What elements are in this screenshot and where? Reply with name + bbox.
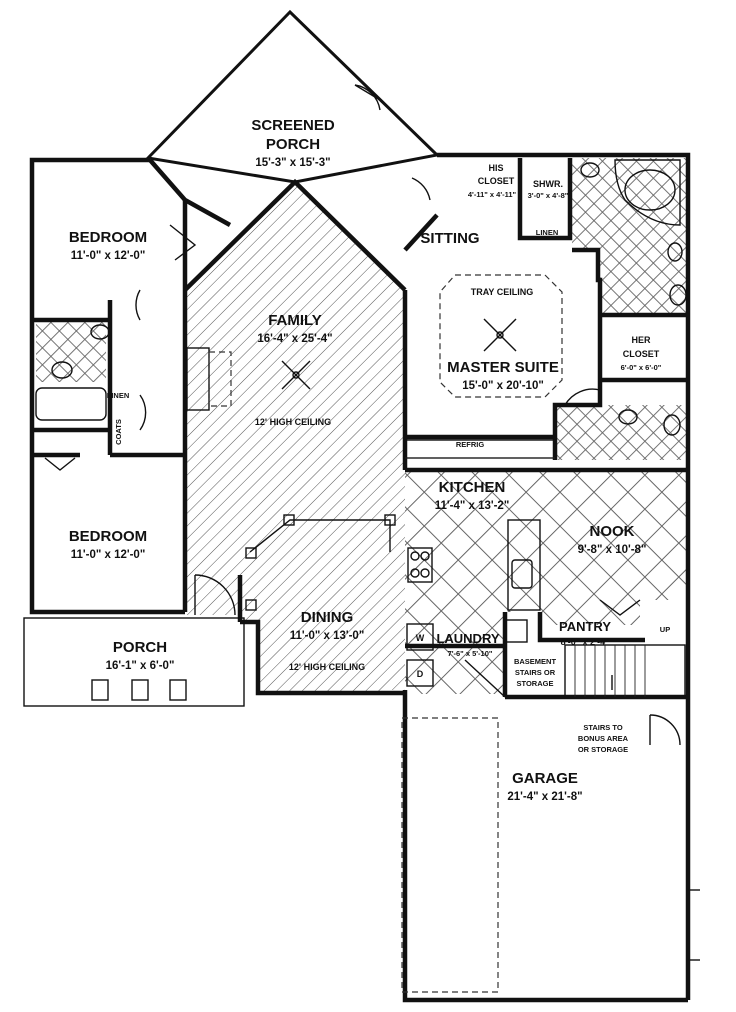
bedroom-bottom-dims: 11'-0" x 12'-0" xyxy=(71,549,146,561)
dryer-label: D xyxy=(417,669,424,679)
master-suite-label: MASTER SUITE xyxy=(447,359,559,376)
basement-stairs-label-3: STORAGE xyxy=(517,679,554,688)
screened-porch-label-2: PORCH xyxy=(266,136,320,153)
laundry-label: LAUNDRY xyxy=(436,631,499,646)
dining-ceiling-note: 12' HIGH CEILING xyxy=(289,662,365,672)
bedroom-top-label: BEDROOM xyxy=(69,229,147,246)
porch-slab xyxy=(23,617,245,707)
kitchen-nook-tile xyxy=(405,470,688,646)
master-bath-tile xyxy=(572,158,688,275)
his-closet-label-1: HIS xyxy=(488,163,503,173)
range xyxy=(407,547,433,583)
family-dining-floor xyxy=(185,182,405,693)
porch-dims: 16'-1" x 6'-0" xyxy=(106,660,175,672)
labels: SCREENED PORCH 15'-3" x 15'-3" BEDROOM 1… xyxy=(69,117,670,803)
floor-finishes xyxy=(36,158,688,694)
washer-label: W xyxy=(416,633,425,643)
master-suite-dims: 15'-0" x 20'-10" xyxy=(462,380,544,392)
linen-hall-label: LINEN xyxy=(107,391,130,400)
master-wc-tile xyxy=(555,405,688,460)
tray-ceiling-note: TRAY CEILING xyxy=(471,287,534,297)
porch-label: PORCH xyxy=(113,639,167,656)
her-closet-dims: 6'-0" x 6'-0" xyxy=(621,363,662,372)
screened-porch-dims: 15'-3" x 15'-3" xyxy=(255,157,330,169)
washer xyxy=(406,623,434,651)
her-closet-label-1: HER xyxy=(631,335,651,345)
family-dims: 16'-4" x 25'-4" xyxy=(257,333,332,345)
stairs-up-label: UP xyxy=(660,625,670,634)
garage-dims: 21'-4" x 21'-8" xyxy=(507,791,582,803)
nook-label: NOOK xyxy=(590,523,635,540)
hall-bath-tile xyxy=(36,320,106,382)
screened-porch-label-1: SCREENED xyxy=(251,117,335,134)
master-bath-tile-2 xyxy=(600,275,688,315)
basement-stairs-label-2: STAIRS OR xyxy=(515,668,556,677)
dining-label: DINING xyxy=(301,609,354,626)
her-closet-label-2: CLOSET xyxy=(623,349,660,359)
bonus-stairs-label-1: STAIRS TO xyxy=(583,723,622,732)
stairs xyxy=(564,644,686,698)
ceiling-fan-family-icon xyxy=(281,360,311,390)
family-ceiling-note: 12' HIGH CEILING xyxy=(255,417,331,427)
pantry-dims: 8'-0" x 2'-4" xyxy=(561,637,610,647)
dining-dims: 11'-0" x 13'-0" xyxy=(290,630,365,642)
linen-master-label: LINEN xyxy=(536,228,559,237)
refrig-label: REFRIG xyxy=(456,440,485,449)
master-tub xyxy=(614,159,681,226)
shower-dims: 3'-0" x 4'-8" xyxy=(528,191,569,200)
kitchen-dims: 11'-4" x 13'-2" xyxy=(435,500,510,512)
sitting-label: SITTING xyxy=(420,230,479,247)
garage-label: GARAGE xyxy=(512,770,578,787)
hall-tub xyxy=(35,387,107,421)
laundry-dims: 7'-6" x 5'-10" xyxy=(448,649,493,658)
fixtures xyxy=(23,84,700,993)
basement-stairs-label-1: BASEMENT xyxy=(514,657,557,666)
bedroom-bottom-label: BEDROOM xyxy=(69,528,147,545)
coats-label: COATS xyxy=(114,419,123,445)
bonus-stairs-label-3: OR STORAGE xyxy=(578,745,628,754)
bedroom-top-dims: 11'-0" x 12'-0" xyxy=(71,250,146,262)
doors xyxy=(44,84,681,746)
his-closet-label-2: CLOSET xyxy=(478,176,515,186)
kitchen-island xyxy=(507,519,541,611)
ceiling-fan-master-icon xyxy=(483,318,517,352)
kitchen-label: KITCHEN xyxy=(439,479,506,496)
pantry-label: PANTRY xyxy=(559,619,611,634)
shower-label: SHWR. xyxy=(533,179,563,189)
nook-dims: 9'-8" x 10'-8" xyxy=(578,544,647,556)
dryer xyxy=(406,659,434,687)
garage-door-outline xyxy=(401,717,499,993)
his-closet-dims: 4'-11" x 4'-11" xyxy=(468,190,517,199)
bonus-stairs-label-2: BONUS AREA xyxy=(578,734,629,743)
family-label: FAMILY xyxy=(268,312,322,329)
